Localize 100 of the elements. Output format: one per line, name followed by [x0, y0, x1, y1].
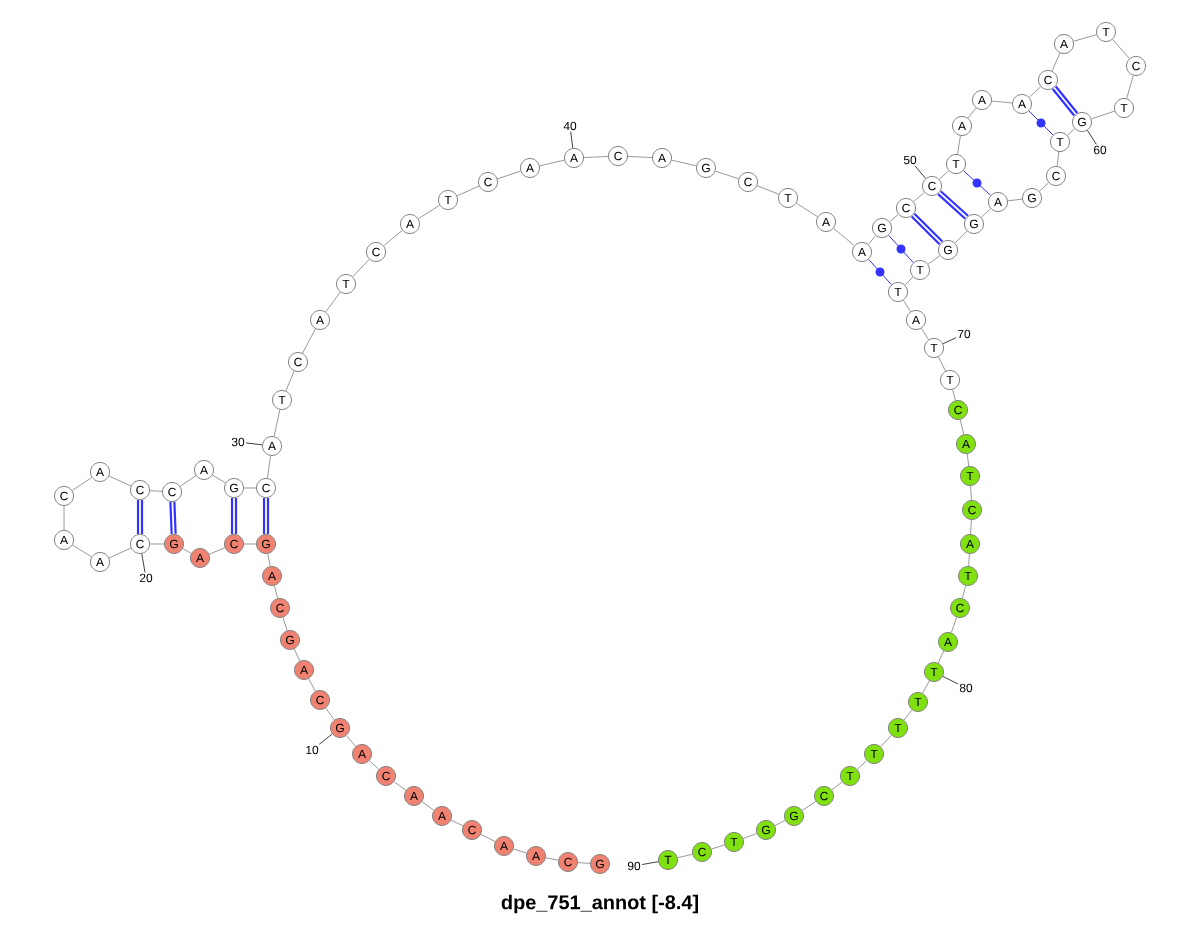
- title: dpe_751_annot [-8.4]: [501, 894, 698, 914]
- base-pair-line: [868, 258, 892, 286]
- leader-line: [141, 553, 146, 573]
- backbone-line: [243, 487, 257, 489]
- backbone-line: [970, 485, 972, 501]
- backbone-line: [1112, 39, 1130, 59]
- backbone-line: [243, 543, 257, 545]
- backbone-line: [1073, 34, 1097, 42]
- backbone-line: [904, 276, 914, 286]
- backbone-line: [72, 544, 92, 558]
- backbone-line: [1051, 52, 1061, 72]
- backbone-line: [801, 801, 817, 811]
- base-pair-line: [888, 234, 914, 264]
- backbone-line: [937, 650, 945, 664]
- backbone-line: [902, 299, 912, 313]
- backbone-line: [273, 585, 279, 599]
- backbone-line: [63, 505, 65, 531]
- backbone-line: [889, 213, 899, 223]
- backbone-line: [867, 235, 877, 245]
- backbone-line: [970, 519, 972, 535]
- backbone-line: [957, 135, 961, 155]
- base-pair-line: [962, 170, 992, 196]
- backbone-line: [831, 781, 843, 791]
- base-pair-line: [169, 501, 177, 535]
- base-pair-line: [910, 212, 944, 246]
- backbone-line: [627, 155, 653, 159]
- leader-line: [1086, 129, 1097, 145]
- backbone-line: [368, 760, 380, 770]
- backbone-line: [182, 548, 192, 554]
- backbone-line: [1091, 110, 1115, 120]
- leader-line: [318, 733, 333, 745]
- leader-line: [245, 442, 263, 446]
- backbone-line: [480, 833, 496, 842]
- backbone-line: [856, 760, 868, 770]
- backbone-line: [959, 419, 965, 435]
- backbone-line: [1007, 198, 1023, 202]
- backbone-line: [308, 678, 316, 692]
- backbone-line: [903, 709, 913, 721]
- backbone-line: [345, 735, 357, 747]
- backbone-line: [456, 185, 480, 197]
- backbone-line: [950, 616, 958, 634]
- backbone-line: [968, 553, 970, 567]
- backbone-line: [961, 585, 967, 599]
- leader-line: [942, 337, 957, 345]
- backbone-line: [108, 475, 132, 487]
- backbone-line: [421, 801, 435, 811]
- backbone-line: [149, 490, 163, 492]
- backbone-line: [71, 477, 93, 491]
- backbone-line: [967, 107, 977, 119]
- backbone-line: [952, 389, 956, 401]
- backbone-line: [991, 100, 1013, 104]
- backbone-line: [267, 553, 271, 567]
- backbone-line: [293, 648, 301, 662]
- backbone-line: [393, 781, 407, 791]
- backbone-line: [545, 857, 559, 861]
- backbone-line: [285, 370, 295, 392]
- backbone-line: [954, 230, 968, 244]
- backbone-line: [880, 734, 892, 748]
- backbone-line: [108, 547, 132, 559]
- leader-line: [570, 131, 574, 149]
- backbone-line: [938, 170, 950, 180]
- base-pair-line: [136, 499, 144, 535]
- backbone-line: [927, 255, 941, 265]
- backbone-line: [149, 543, 165, 545]
- backbone-line: [1126, 75, 1134, 99]
- backbone-line: [273, 409, 281, 437]
- backbone-line: [282, 617, 288, 631]
- backbone-line: [497, 170, 522, 180]
- backbone-line: [966, 453, 970, 467]
- backbone-line: [583, 155, 609, 159]
- leader-line: [641, 861, 659, 866]
- backbone-line: [208, 547, 226, 555]
- backbone-line: [325, 707, 335, 721]
- backbone-line: [513, 848, 527, 854]
- backbone-line: [1028, 86, 1042, 98]
- backbone-line: [671, 159, 697, 167]
- backbone-line: [742, 833, 758, 839]
- backbone-line: [937, 356, 947, 372]
- backbone-line: [677, 853, 693, 859]
- backbone-line: [266, 455, 272, 479]
- base-pair-line: [230, 497, 238, 535]
- backbone-line: [1038, 182, 1050, 192]
- leader-line: [942, 675, 959, 685]
- backbone-line: [539, 159, 565, 167]
- backbone-line: [833, 227, 855, 247]
- backbone-line: [212, 474, 226, 484]
- backbone-line: [352, 258, 370, 278]
- backbone-line: [325, 291, 341, 313]
- base-pair-line: [1028, 110, 1054, 136]
- backbone-line: [715, 170, 739, 180]
- backbone-line: [756, 185, 780, 195]
- backbone-line: [922, 680, 930, 694]
- backbone-line: [179, 475, 197, 487]
- backbone-line: [913, 191, 925, 203]
- backbone-line: [774, 819, 786, 826]
- backbone-line: [920, 327, 930, 341]
- base-pair-line: [262, 497, 270, 535]
- backbone-line: [577, 862, 591, 864]
- backbone-line: [980, 208, 992, 218]
- backbone-line: [1066, 128, 1076, 136]
